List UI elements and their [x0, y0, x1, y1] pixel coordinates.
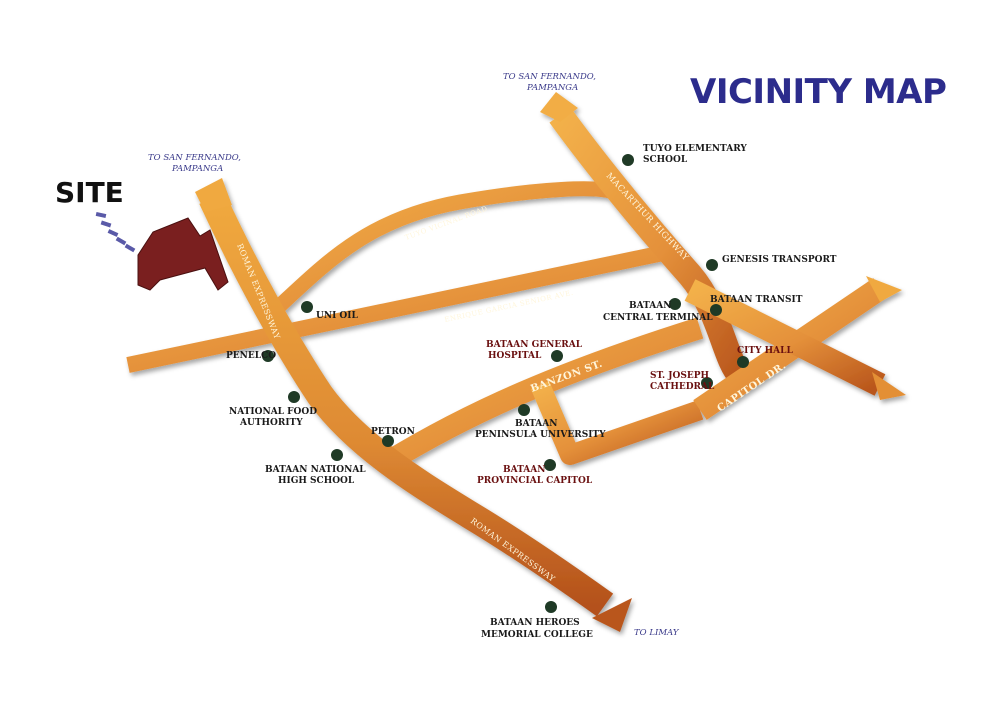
- macarthur-highway: [549, 107, 751, 385]
- capitol-loop-road: [530, 381, 704, 465]
- marker-penelco: [262, 350, 274, 362]
- marker-hospital: [551, 350, 563, 362]
- direction-sf-left-line1: TO SAN FERNANDO,: [148, 153, 241, 163]
- label-cathedral-1: ST. JOSEPH: [650, 371, 710, 381]
- label-genesis: GENESIS TRANSPORT: [722, 255, 837, 265]
- label-cathedral-2: CATHEDRAL: [650, 382, 715, 392]
- direction-limay: TO LIMAY: [634, 628, 680, 638]
- marker-nfa: [288, 391, 300, 403]
- site-lot: [137, 217, 229, 291]
- label-city-hall: CITY HALL: [737, 346, 793, 356]
- roman-north-label: ROMAN EXPRESSWAY: [235, 242, 282, 340]
- label-penelco: PENELCO: [226, 351, 276, 361]
- direction-sf-top-line2: PAMPANGA: [526, 83, 578, 93]
- label-central-terminal-1: BATAAN: [629, 301, 672, 311]
- marker-cathedral: [701, 377, 713, 389]
- marker-bnhs: [331, 449, 343, 461]
- arrowhead-east: [866, 276, 902, 302]
- label-capitol-1: BATAAN: [503, 465, 546, 475]
- tuyo-vicinal-road: [256, 181, 616, 328]
- label-central-terminal-2: CENTRAL TERMINAL: [603, 313, 713, 323]
- marker-bataan-transit: [710, 304, 722, 316]
- label-bnhs-2: HIGH SCHOOL: [278, 476, 355, 486]
- label-bnhs-1: BATAAN NATIONAL: [265, 465, 366, 475]
- label-bataan-transit: BATAAN TRANSIT: [710, 295, 803, 305]
- marker-bpu: [518, 404, 530, 416]
- marker-genesis: [706, 259, 718, 271]
- banzon-street: [382, 317, 704, 472]
- label-nfa-1: NATIONAL FOOD: [229, 407, 317, 417]
- label-hospital-1: BATAAN GENERAL: [486, 340, 583, 350]
- marker-capitol: [544, 459, 556, 471]
- marker-uni-oil: [301, 301, 313, 313]
- marker-central-terminal: [669, 298, 681, 310]
- label-hospital-2: HOSPITAL: [488, 351, 542, 361]
- marker-tuyo-school: [622, 154, 634, 166]
- label-nfa-2: AUTHORITY: [239, 418, 303, 428]
- arrowhead-roman-south: [592, 598, 632, 632]
- landmark-labels: TUYO ELEMENTARY SCHOOL GENESIS TRANSPORT…: [226, 144, 837, 640]
- roman-expressway: [199, 192, 614, 617]
- label-petron: PETRON: [371, 427, 415, 437]
- site-label: SITE: [55, 176, 124, 209]
- arrowhead-roman-north: [195, 178, 232, 212]
- label-bpu-2: PENINSULA UNIVERSITY: [475, 430, 606, 440]
- label-uni-oil: UNI OIL: [316, 311, 358, 321]
- label-bpu-1: BATAAN: [515, 419, 558, 429]
- label-bhmc-2: MEMORIAL COLLEGE: [481, 630, 593, 640]
- label-capitol-2: PROVINCIAL CAPITOL: [477, 476, 593, 486]
- enrique-garcia-road: [126, 244, 670, 373]
- label-tuyo-school-1: TUYO ELEMENTARY: [643, 144, 747, 154]
- marker-bhmc: [545, 601, 557, 613]
- label-bhmc-1: BATAAN HEROES: [490, 618, 580, 628]
- direction-sf-left-line2: PAMPANGA: [171, 164, 223, 174]
- national-road-southeast: [684, 279, 886, 396]
- site-pointer-arrow: [95, 212, 136, 253]
- marker-city-hall: [737, 356, 749, 368]
- marker-petron: [382, 435, 394, 447]
- map-title: VICINITY MAP: [690, 72, 946, 112]
- arrowhead-macarthur-north: [540, 92, 578, 122]
- arrowhead-southeast: [872, 372, 906, 400]
- direction-sf-top-line1: TO SAN FERNANDO,: [503, 72, 596, 82]
- label-tuyo-school-2: SCHOOL: [643, 155, 688, 165]
- road-network: [126, 92, 906, 632]
- landmark-markers: [262, 154, 749, 613]
